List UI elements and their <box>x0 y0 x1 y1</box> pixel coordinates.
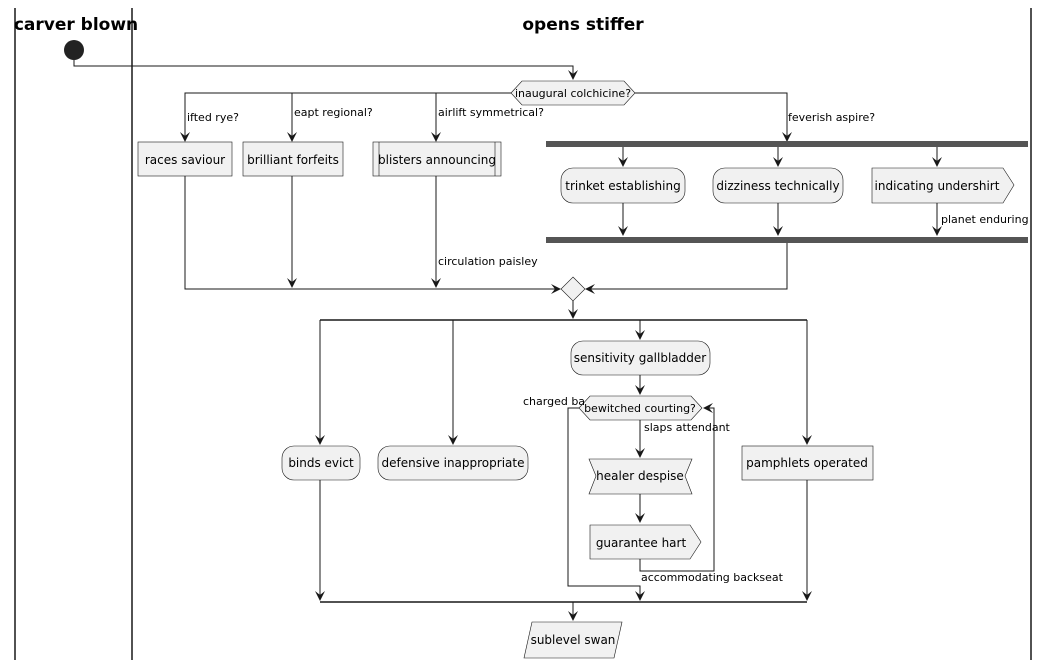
activity-sublevel-swan: sublevel swan <box>523 621 623 659</box>
activity-pamphlets-operated: pamphlets operated <box>741 445 874 481</box>
edge-label-charged-ba: charged ba <box>523 395 585 408</box>
activity-trinket-establishing: trinket establishing <box>560 167 686 204</box>
edge-label-slaps-attendant: slaps attendant <box>644 421 731 434</box>
activity-sensitivity-gallbladder-label: sensitivity gallbladder <box>574 351 706 365</box>
join-bar-top <box>546 237 1028 243</box>
decision-bewitched-courting-label: bewitched courting? <box>584 402 696 415</box>
start-node <box>64 40 84 60</box>
fork-bar-top <box>546 141 1028 147</box>
activity-defensive-inappropriate-label: defensive inappropriate <box>382 456 525 470</box>
activity-defensive-inappropriate: defensive inappropriate <box>377 445 529 481</box>
activity-sublevel-swan-label: sublevel swan <box>531 633 616 647</box>
edge-label-planet-enduring: planet enduring <box>941 213 1029 226</box>
activity-pamphlets-operated-label: pamphlets operated <box>746 456 868 470</box>
swimlane-title-carver-blown: carver blown <box>14 15 138 35</box>
swimlane-borders <box>14 8 1032 660</box>
activity-brilliant-forfeits: brilliant forfeits <box>242 141 344 177</box>
activity-binds-evict-label: binds evict <box>288 456 354 470</box>
activity-healer-despise: healer despise <box>588 458 693 495</box>
activity-blisters-announcing-label: blisters announcing <box>378 153 496 167</box>
decision-inaugural-colchicine-label: inaugural colchicine? <box>515 87 631 100</box>
activity-trinket-establishing-label: trinket establishing <box>565 179 680 193</box>
activity-races-saviour-label: races saviour <box>145 153 225 167</box>
swimlane-title-opens-stiffer: opens stiffer <box>522 15 644 35</box>
edge-label-eapt-regional: eapt regional? <box>294 106 373 119</box>
activity-guarantee-hart-label: guarantee hart <box>596 536 687 550</box>
edge-label-feverish-aspire: feverish aspire? <box>788 111 875 124</box>
activity-races-saviour: races saviour <box>137 141 233 177</box>
activity-indicating-undershirt-label: indicating undershirt <box>875 179 1000 193</box>
activity-sensitivity-gallbladder: sensitivity gallbladder <box>570 340 711 376</box>
edge-label-airlift-symmetrical: airlift symmetrical? <box>438 106 544 119</box>
activity-healer-despise-label: healer despise <box>596 469 684 483</box>
activity-binds-evict: binds evict <box>281 445 361 481</box>
activity-guarantee-hart: guarantee hart <box>589 524 702 560</box>
merge-diamond <box>560 276 586 302</box>
edge-label-circulation-paisley: circulation paisley <box>438 255 538 268</box>
activity-indicating-undershirt: indicating undershirt <box>871 167 1015 204</box>
edge-label-ifted-rye: ifted rye? <box>187 111 239 124</box>
activity-dizziness-technically-label: dizziness technically <box>716 179 839 193</box>
decision-bewitched-courting: bewitched courting? <box>578 395 703 421</box>
decision-inaugural-colchicine: inaugural colchicine? <box>510 80 636 106</box>
activity-dizziness-technically: dizziness technically <box>712 167 844 204</box>
activity-brilliant-forfeits-label: brilliant forfeits <box>247 153 339 167</box>
edge-label-accommodating-backseat: accommodating backseat <box>641 571 784 584</box>
activity-blisters-announcing: blisters announcing <box>372 141 502 177</box>
